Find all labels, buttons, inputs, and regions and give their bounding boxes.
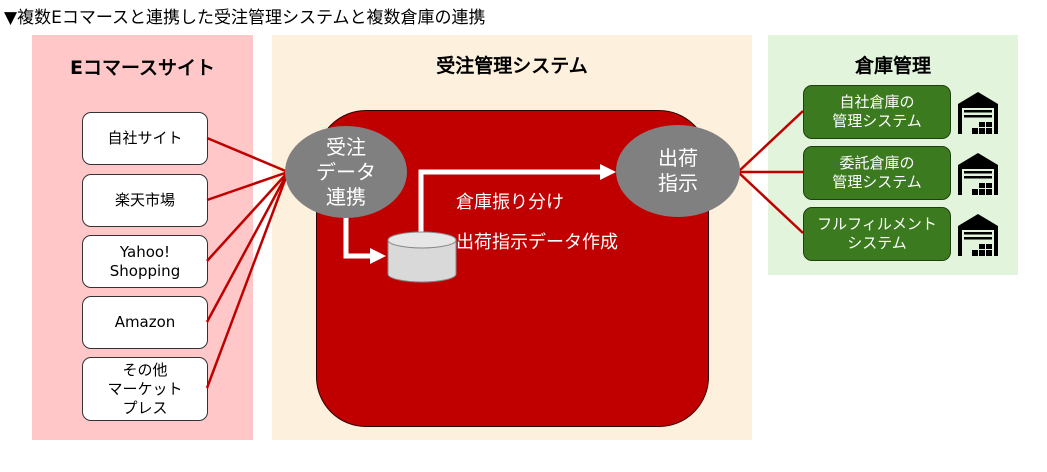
ecommerce-site: Amazon <box>82 296 208 349</box>
ecommerce-site: 楽天市場 <box>82 174 208 227</box>
oms-title: 受注管理システム <box>436 55 588 77</box>
step-warehouse-allocation: 倉庫振り分け <box>456 192 564 213</box>
warehouse-icon <box>958 214 998 256</box>
diagram-title: ▼複数Eコマースと連携した受注管理システムと複数倉庫の連携 <box>4 8 486 28</box>
ecommerce-site: その他 マーケット プレス <box>82 357 208 421</box>
warehouse-icon <box>958 92 998 134</box>
warehouse-system: フルフィルメント システム <box>803 207 951 261</box>
warehouse-system: 自社倉庫の 管理システム <box>803 85 951 139</box>
shipping-instruction-node: 出荷 指示 <box>616 125 740 217</box>
step-shipping-data: 出荷指示データ作成 <box>456 232 618 253</box>
warehouse-icon <box>958 153 998 195</box>
ecommerce-site: Yahoo! Shopping <box>82 235 208 288</box>
ecommerce-site: 自社サイト <box>82 112 208 165</box>
warehouse-title: 倉庫管理 <box>854 55 931 77</box>
warehouse-system: 委託倉庫の 管理システム <box>803 146 951 200</box>
database-icon <box>387 231 457 283</box>
ecommerce-title: Eコマースサイト <box>69 57 216 79</box>
order-intake-node: 受注 データ 連携 <box>285 126 407 218</box>
